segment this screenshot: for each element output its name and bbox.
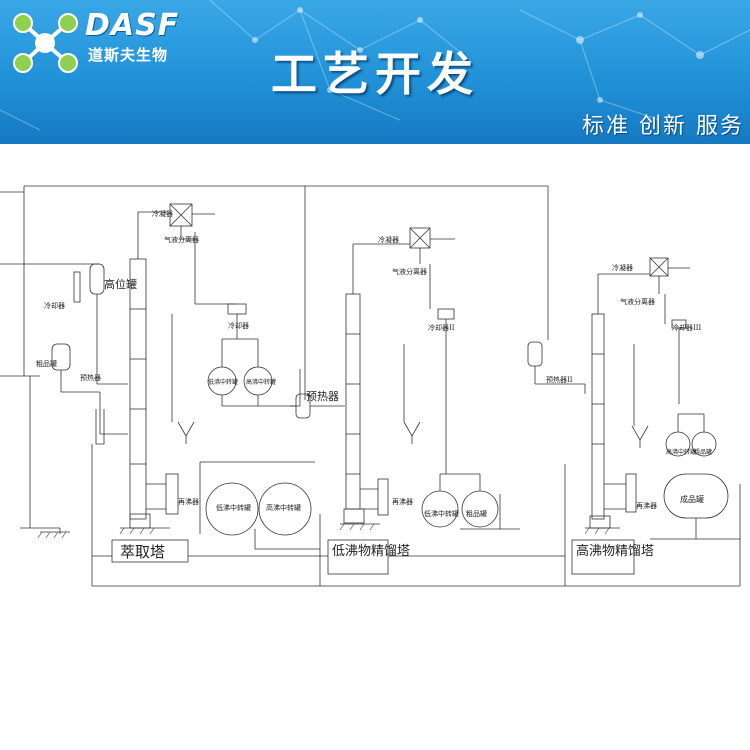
label-cooler-1: 冷却器 [228,321,249,330]
label-crude-tank-left: 粗品罐 [36,359,57,368]
logo-subtitle: 道斯夫生物 [88,46,169,64]
label-preheater-left: 预热器 [80,373,101,382]
molecule-network-background [0,0,750,131]
section-label-high-boiler: 高沸物精馏塔 [576,543,654,559]
label-cooler-left: 冷却器 [44,301,65,310]
section-label-box [571,539,635,575]
label-low-mid-tank: 低沸中转罐 [208,378,238,386]
label-cooler-iii: 冷却器III [672,323,702,332]
label-separator-3: 气液分离器 [620,297,655,306]
label-preheater-ii: 预热器II [546,375,573,384]
label-crude-tank-3: 粗品罐 [694,448,712,456]
label-condenser-3: 冷凝器 [612,263,633,272]
label-high-tank-3: 高沸中转罐 [666,448,696,456]
label-crude-tank-2: 粗品罐 [466,509,487,518]
logo-text: DASF [85,8,180,43]
label-separator-1: 气液分离器 [164,235,199,244]
label-reboiler-2: 再沸器 [392,497,413,506]
header-banner: DASF 道斯夫生物 工艺开发 标准 创新 服务 [0,0,750,144]
page-title: 工艺开发 [271,47,479,101]
label-low-mid-tank-big: 低沸中转罐 [216,503,251,512]
label-cooler-ii: 冷却器II [428,323,455,332]
section-label-box [111,539,189,563]
label-low-tank-2: 低沸中转罐 [424,509,459,518]
label-separator-2: 气液分离器 [392,267,427,276]
label-high-mid-tank-big: 高沸中转罐 [266,503,301,512]
section-label-low-boiler: 低沸物精馏塔 [332,544,410,559]
label-condenser-2: 冷凝器 [378,235,399,244]
label-reboiler-3: 再沸器 [636,501,657,510]
label-high-mid-tank-small: 高沸中转罐 [246,378,276,386]
label-preheater-mid: 预热器 [306,390,339,403]
label-reboiler-1: 再沸器 [178,497,199,506]
slogan: 标准 创新 服务 [582,114,744,139]
dasf-logo-icon [13,13,78,73]
section-label-extraction: 萃取塔 [120,543,165,561]
process-flow-diagram: 萃取塔 低沸物精馏塔 高沸物精馏塔 高位罐 冷却器 粗品罐 预热器 冷凝器 气液… [0,185,741,587]
label-condenser-1: 冷凝器 [152,209,173,218]
label-high-tank: 高位罐 [104,277,137,291]
label-finished-tank: 成品罐 [680,494,704,504]
section-label-box [327,539,389,575]
